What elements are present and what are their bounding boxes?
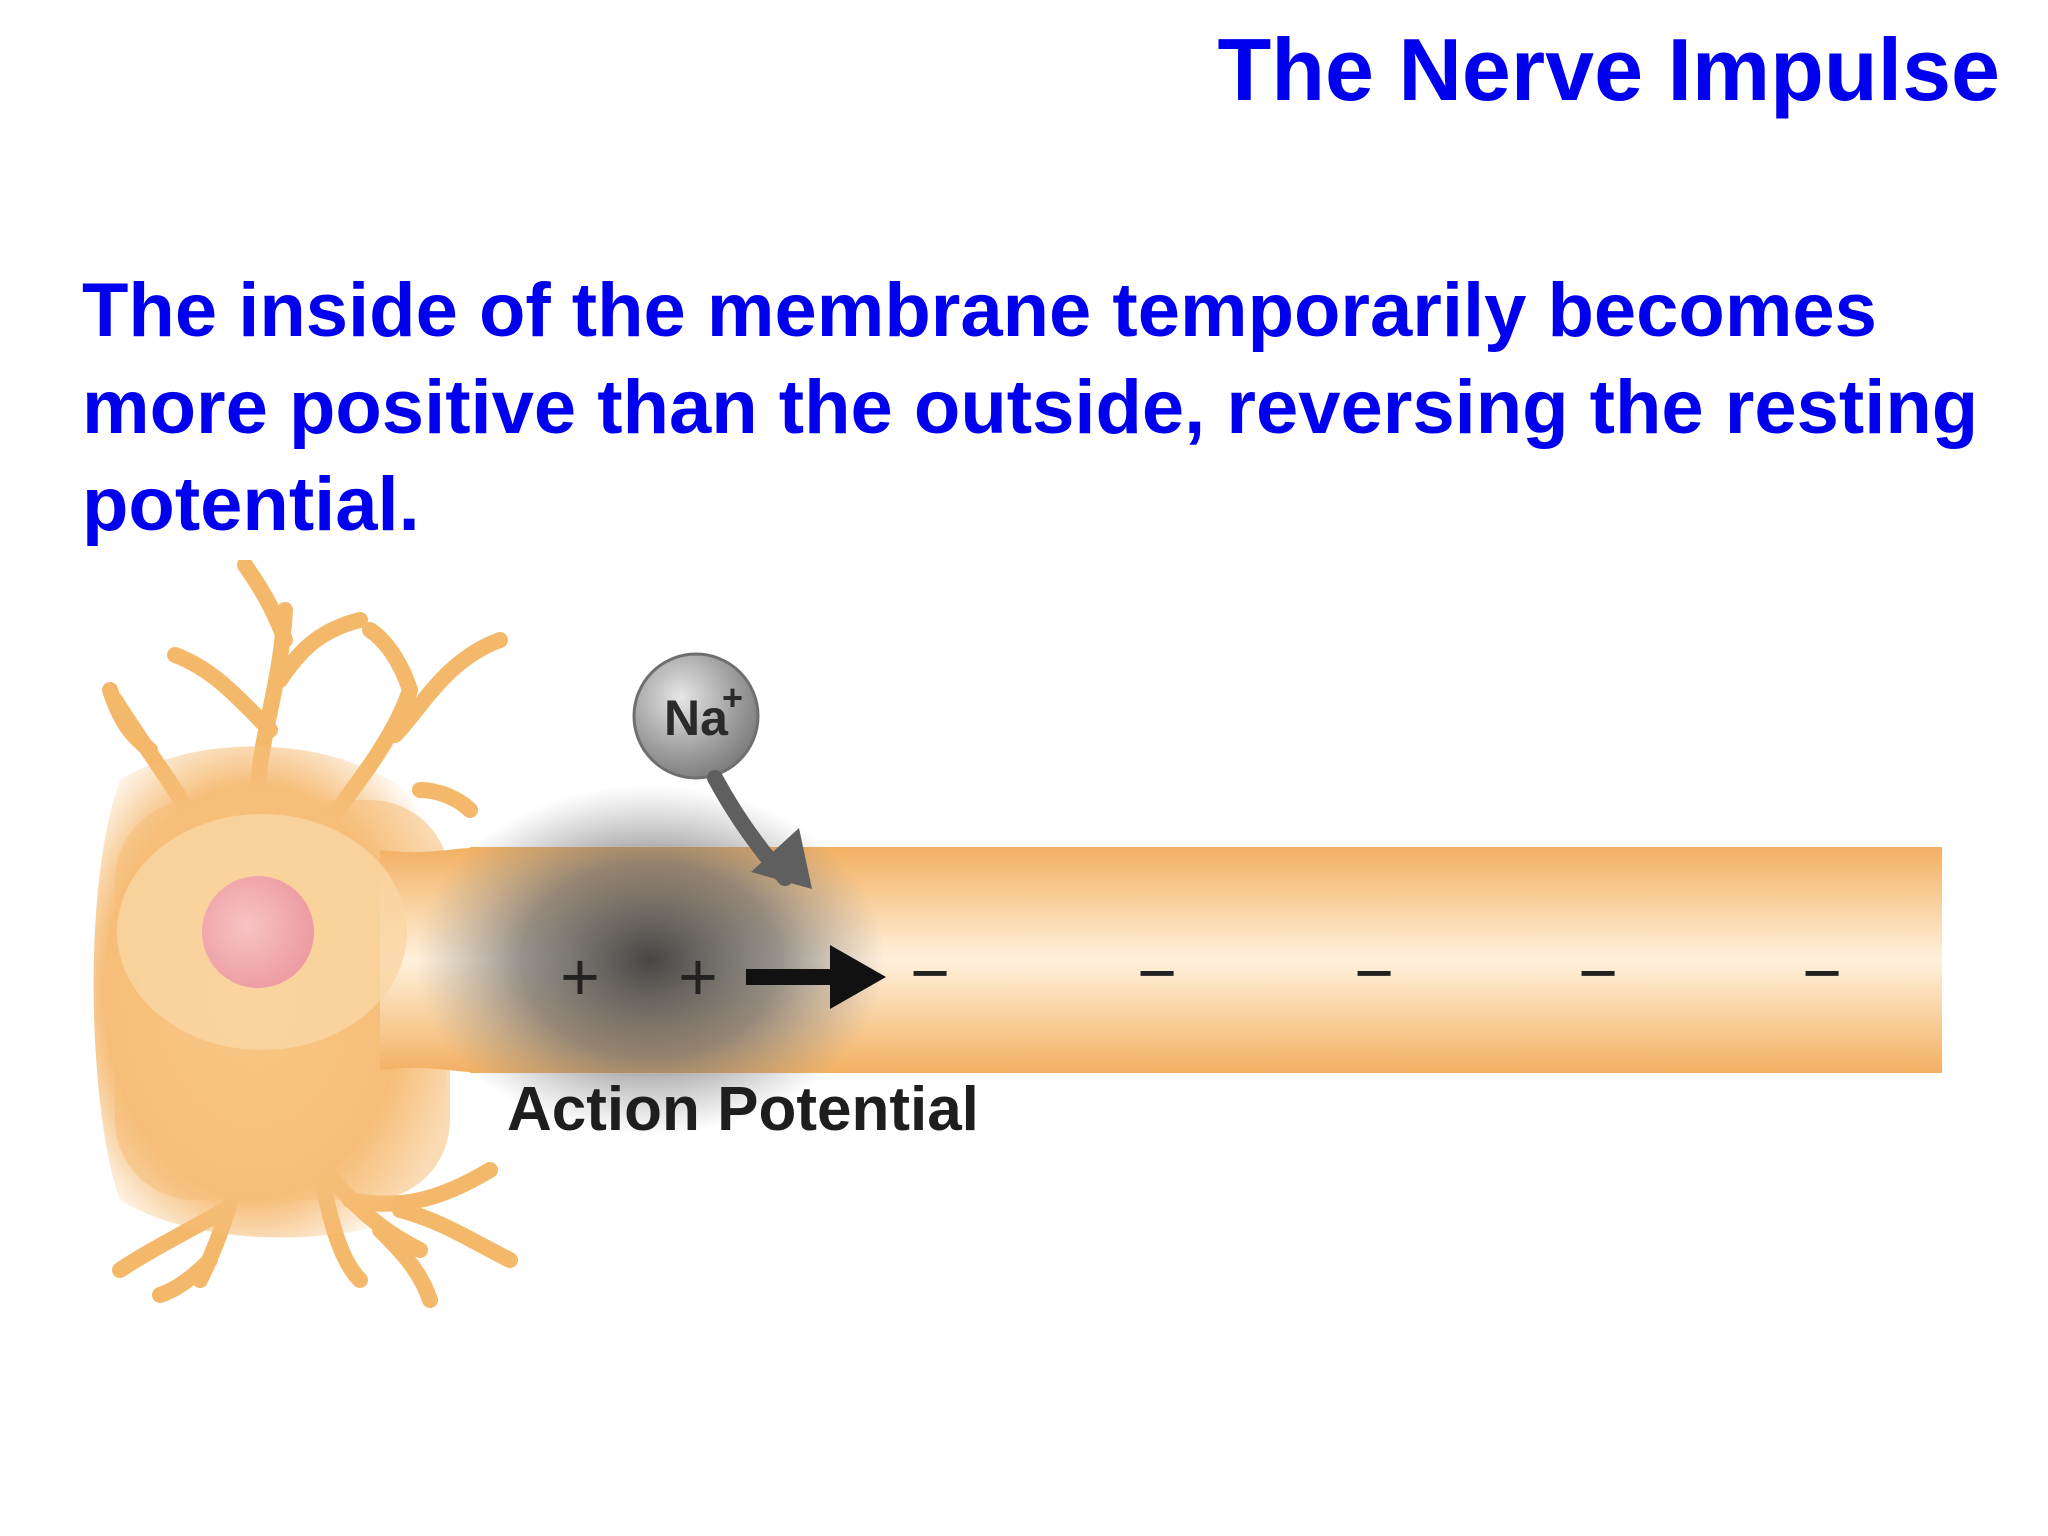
action-potential-label: Action Potential <box>507 1075 979 1144</box>
ion-influx-arrow <box>707 770 812 889</box>
negative-charge: − <box>1137 935 1177 1011</box>
negative-charge: − <box>1354 935 1394 1011</box>
slide-body-text: The inside of the membrane temporarily b… <box>82 268 1979 547</box>
nerve-impulse-diagram: Na + + + − − − − − Action Potential <box>0 560 2048 1536</box>
negative-charge: − <box>1802 935 1842 1011</box>
positive-charge: + <box>678 939 718 1015</box>
propagation-arrow <box>746 945 886 1009</box>
nucleus <box>202 876 314 988</box>
ion-charge: + <box>722 677 743 718</box>
negative-charge: − <box>910 935 950 1011</box>
ion-symbol: Na <box>664 690 729 746</box>
sodium-ion: Na + <box>632 652 760 780</box>
slide-title: The Nerve Impulse <box>1217 20 2000 119</box>
neuron-illustration: Na + + + − − − − − Action Potential <box>93 560 1942 1308</box>
negative-charge: − <box>1578 935 1618 1011</box>
positive-charge: + <box>560 939 600 1015</box>
